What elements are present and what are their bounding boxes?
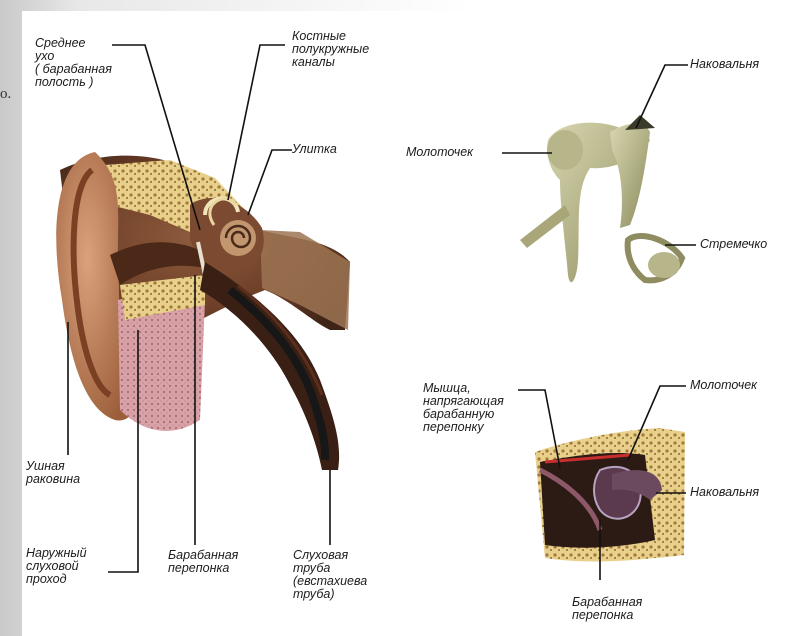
cochlea-shape: [220, 220, 256, 256]
label-incus-bottom: Наковальня: [690, 486, 759, 499]
label-auricle: Ушная раковина: [26, 460, 80, 486]
label-incus-top: Наковальня: [690, 58, 759, 71]
label-auditory-tube: Слуховая труба (евстахиева труба): [293, 549, 367, 601]
label-eardrum: Барабанная перепонка: [168, 549, 238, 575]
label-external-canal: Наружный слуховой проход: [26, 547, 87, 586]
label-eardrum-bottom: Барабанная перепонка: [572, 596, 642, 622]
label-middle-ear: Среднее ухо ( барабанная полость ): [35, 37, 112, 89]
incus-shape: [610, 124, 650, 228]
label-cochlea: Улитка: [292, 143, 337, 156]
middle-ear-section-illustration: [535, 428, 685, 561]
stapes-shape: [628, 236, 682, 280]
label-tensor-muscle: Мышца, напрягающая барабанную перепонку: [423, 382, 504, 434]
ear-cross-section: [56, 152, 350, 470]
label-malleus-top: Молоточек: [406, 146, 473, 159]
label-malleus-bottom: Молоточек: [690, 379, 757, 392]
label-stapes: Стремечко: [700, 238, 767, 251]
ossicles-illustration: [520, 115, 682, 282]
label-semicircular-canals: Костные полукружные каналы: [292, 30, 369, 69]
